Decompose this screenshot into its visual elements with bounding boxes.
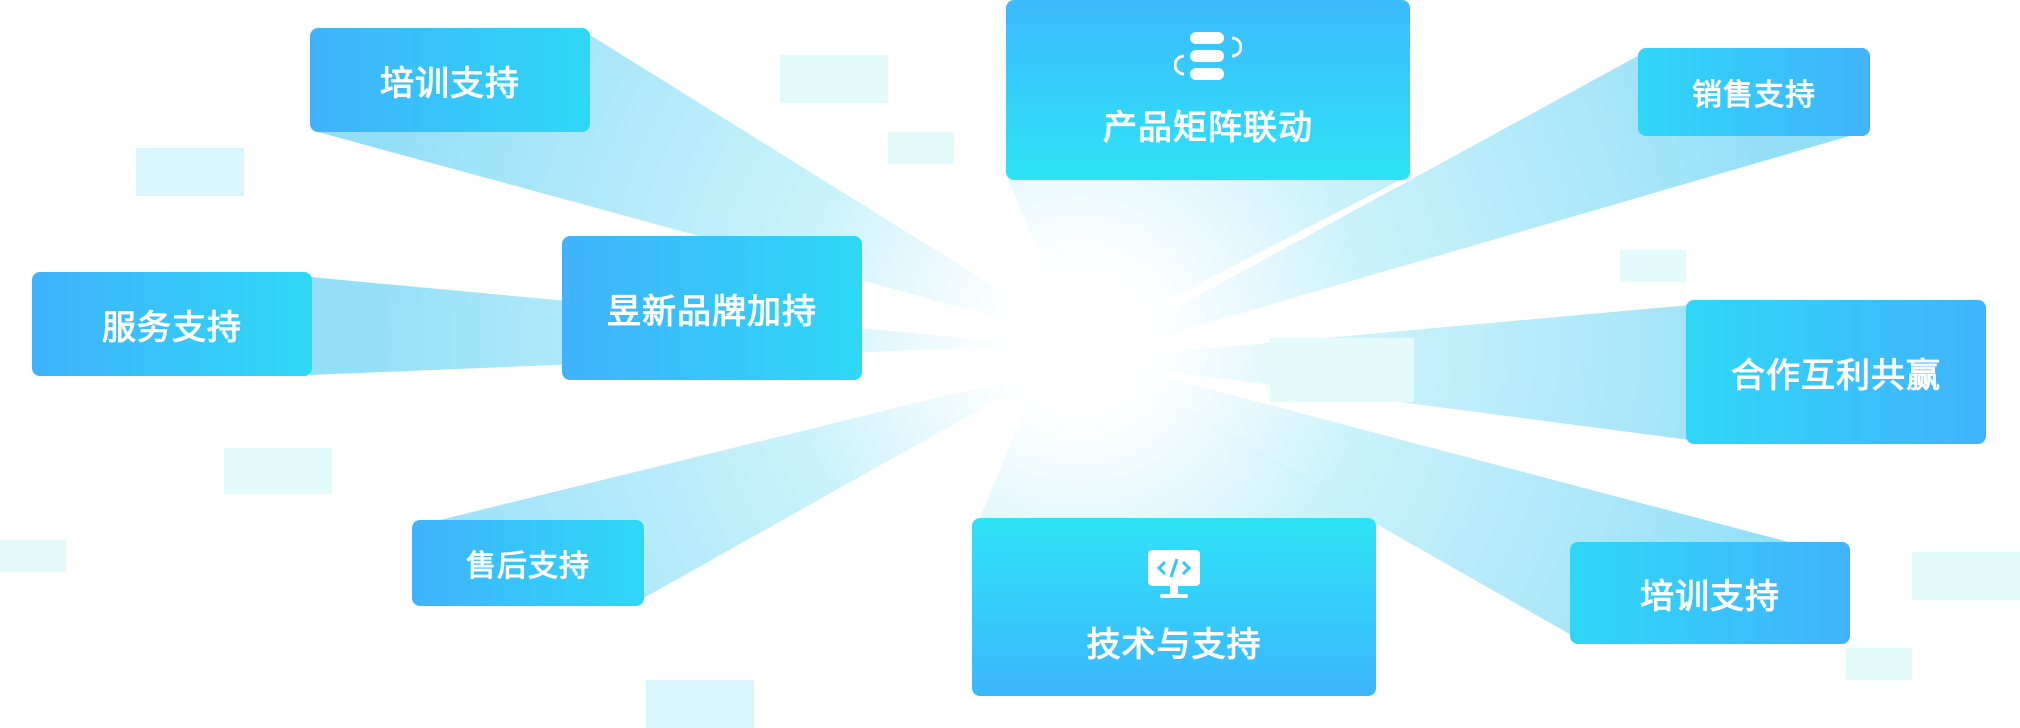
decor-tile	[780, 55, 888, 103]
training-support-label-left: 培训支持	[380, 63, 520, 104]
service-support-node: 服务支持	[32, 272, 312, 376]
training-support-node-left: 培训支持	[310, 28, 590, 132]
decor-tile	[0, 540, 66, 572]
tech-support-label: 技术与支持	[1086, 625, 1262, 665]
decor-tile	[224, 448, 332, 494]
product-matrix-label: 产品矩阵联动	[1103, 108, 1313, 148]
service-support-label: 服务支持	[102, 307, 242, 348]
sales-support-label: 销售支持	[1692, 78, 1816, 113]
beam-top-feature	[1008, 180, 1400, 345]
sales-support-node: 销售支持	[1638, 48, 1870, 136]
brand-hub-node: 昱新品牌加持	[562, 236, 862, 380]
tech-support-node: 技术与支持	[972, 518, 1376, 696]
training-support-node-right: 培训支持	[1570, 542, 1850, 644]
decor-tile	[646, 680, 754, 728]
after-sales-support-node: 售后支持	[412, 520, 644, 606]
beam-bottom-feature	[980, 360, 1370, 518]
cooperation-label: 合作互利共赢	[1731, 355, 1941, 396]
decor-tile	[1270, 338, 1414, 402]
training-support-label-right: 培训支持	[1640, 576, 1780, 617]
decor-tile	[1912, 552, 2020, 600]
decor-tile	[1846, 648, 1912, 680]
stacked-layers-icon	[1173, 31, 1243, 92]
after-sales-support-label: 售后支持	[466, 549, 590, 584]
decor-tile	[1620, 250, 1686, 282]
product-matrix-node: 产品矩阵联动	[1006, 0, 1410, 180]
decor-tile	[888, 132, 954, 164]
cooperation-node: 合作互利共赢	[1686, 300, 1986, 444]
code-monitor-icon	[1146, 548, 1202, 609]
brand-hub-label: 昱新品牌加持	[607, 291, 817, 332]
decor-tile	[136, 148, 244, 196]
